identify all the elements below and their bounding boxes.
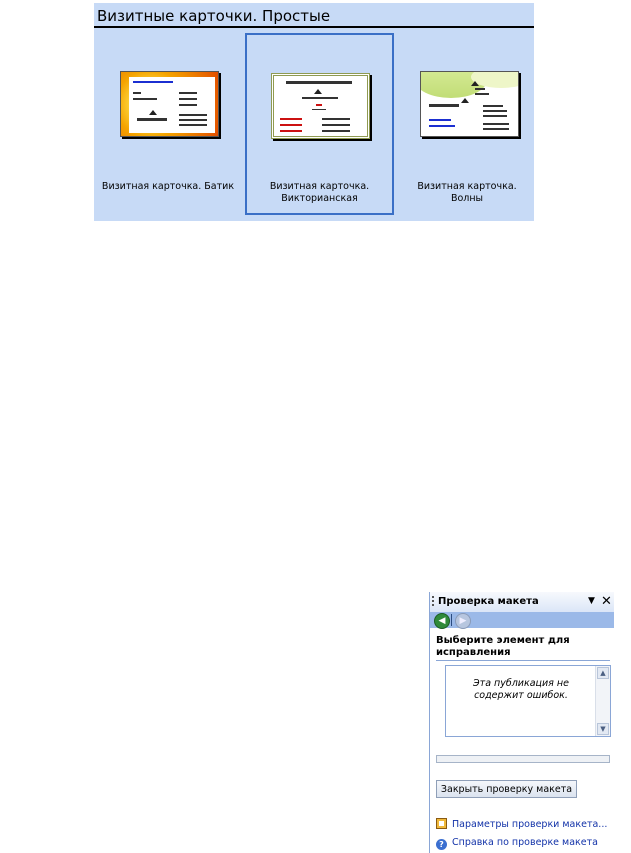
pane-nav-strip: ◀ ▶: [430, 612, 614, 629]
settings-icon: [436, 818, 447, 829]
back-arrow-icon[interactable]: ◀: [434, 613, 450, 629]
pane-heading: Выберите элемент для исправления: [436, 635, 570, 658]
grip-icon[interactable]: [432, 596, 434, 608]
template-tile-batik[interactable]: Визитная карточка. Батик: [98, 33, 238, 215]
gallery-divider: [94, 26, 534, 28]
help-icon: ?: [436, 839, 447, 850]
triangle-down-icon[interactable]: ▼: [588, 596, 595, 606]
design-checker-help-link[interactable]: ? Справка по проверке макета: [436, 837, 598, 850]
template-tile-waves[interactable]: Визитная карточка. Волны: [400, 33, 534, 215]
template-label-waves: Визитная карточка. Волны: [417, 181, 517, 204]
results-message: Эта публикация не содержит ошибок.: [473, 678, 569, 701]
template-label-batik: Визитная карточка. Батик: [101, 181, 235, 192]
results-scrollbar[interactable]: ▲ ▼: [595, 666, 610, 736]
gallery-title: Визитные карточки. Простые: [97, 7, 331, 25]
close-design-checker-button[interactable]: Закрыть проверку макета: [436, 780, 577, 798]
template-tile-victorian[interactable]: Визитная карточка. Викторианская: [245, 33, 394, 215]
pane-title: Проверка макета: [438, 596, 539, 607]
template-gallery: Визитные карточки. Простые Визитная карт…: [94, 3, 534, 221]
template-thumbnail-victorian: [271, 73, 370, 139]
results-list[interactable]: Эта публикация не содержит ошибок. ▲ ▼: [445, 665, 611, 737]
close-icon[interactable]: ✕: [601, 594, 612, 609]
forward-arrow-icon[interactable]: ▶: [455, 613, 471, 629]
heading-divider: [436, 660, 610, 661]
design-checker-pane: Проверка макета ▼ ✕ ◀ ▶ Выберите элемент…: [429, 592, 614, 853]
design-checker-options-link[interactable]: Параметры проверки макета...: [436, 818, 607, 830]
template-thumbnail-batik: [120, 71, 219, 137]
template-thumbnail-waves: [420, 71, 519, 137]
scroll-down-icon[interactable]: ▼: [597, 723, 609, 735]
scroll-up-icon[interactable]: ▲: [597, 667, 609, 679]
template-label-victorian: Визитная карточка. Викторианская: [269, 181, 370, 204]
nav-separator: [451, 614, 452, 626]
options-link-label: Параметры проверки макета...: [452, 819, 608, 830]
help-link-label: Справка по проверке макета: [452, 837, 598, 848]
pane-header: Проверка макета ▼ ✕: [430, 592, 614, 612]
check-progress-bar: [436, 755, 610, 763]
